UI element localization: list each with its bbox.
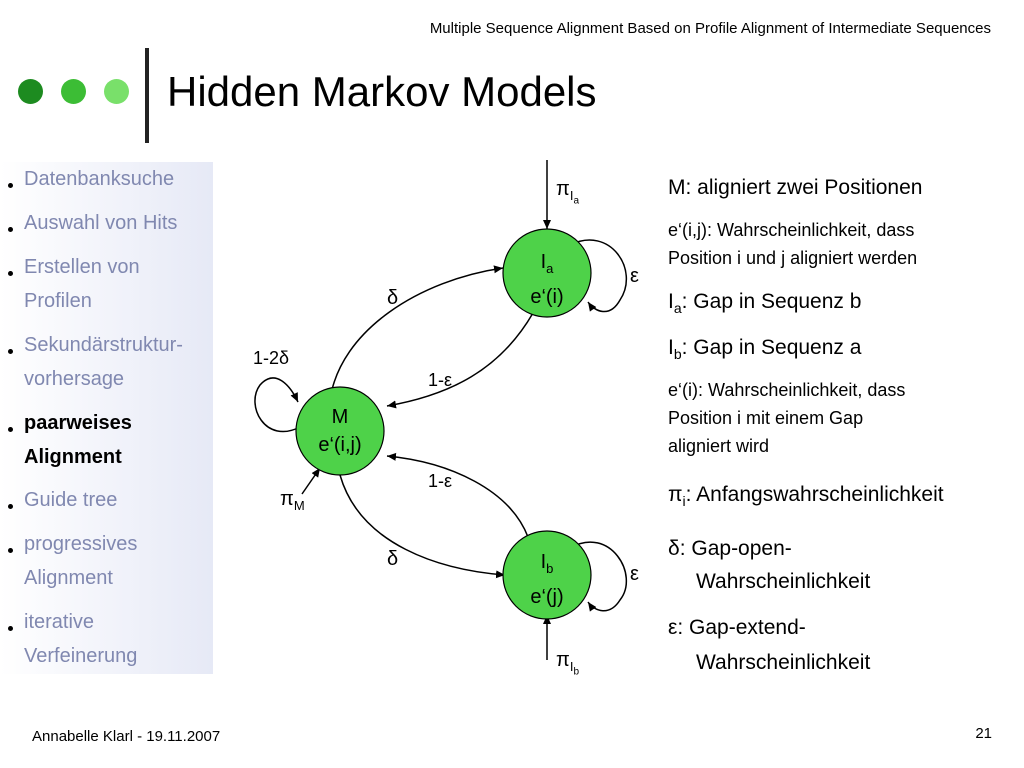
legend-ia: Ia: Gap in Sequenz b (668, 288, 861, 322)
bullet-icon (8, 227, 13, 232)
self-loop-m (254, 377, 301, 433)
self-loop-m-label: 1-2δ (253, 348, 290, 368)
pi-m-label: πM (280, 485, 305, 520)
legend-i-desc-3: aligniert wird (668, 436, 770, 456)
state-ib-label: Ib e‘(j) (503, 548, 591, 611)
pi-ib-label: πIb (556, 646, 579, 687)
state-ib-name: I (540, 551, 547, 573)
eps-bottom-label: ε (630, 563, 639, 585)
legend-ia-sub: a (673, 300, 682, 317)
sidebar-item-label: iterative Verfeinerung (24, 611, 138, 667)
decor-dot-1 (18, 79, 43, 104)
sidebar-item-label: Erstellen von Profilen (24, 256, 140, 312)
slide-title: Hidden Markov Models (167, 68, 597, 115)
decor-dot-2 (61, 79, 86, 104)
state-m-emission: e‘(i,j) (318, 434, 362, 456)
pi-ia-label: πIa (556, 175, 579, 216)
legend-ib-sub: b (673, 346, 682, 363)
legend-pi-symbol: π (668, 483, 683, 506)
state-ib-emission: e‘(j) (530, 586, 564, 608)
sidebar-item-label: Datenbanksuche (24, 168, 175, 190)
legend-delta-text-2: Wahrscheinlichkeit (696, 570, 871, 593)
state-m-label: M e‘(i,j) (296, 403, 384, 459)
delta-top-label: δ (387, 287, 399, 309)
decor-dot-3 (104, 79, 129, 104)
sidebar-item-label: paarweises Alignment (24, 412, 132, 468)
legend-ib-text: : Gap in Sequenz a (681, 336, 862, 359)
one-minus-eps-top-label: 1-ε (428, 370, 453, 390)
legend-m-desc-1: e‘(i,j): Wahrscheinlichkeit, dass (668, 220, 915, 240)
state-ia-name: I (540, 251, 547, 273)
legend-i-desc-1: e‘(i): Wahrscheinlichkeit, dass (668, 380, 906, 400)
arrow-ia-to-m (386, 312, 534, 409)
legend-ib-name: I (668, 336, 674, 359)
legend-delta-symbol: δ (668, 537, 680, 560)
legend-eps: ε: Gap-extend- (668, 614, 806, 642)
one-minus-eps-bottom-label: 1-ε (428, 471, 453, 491)
state-ib-node (502, 530, 592, 620)
arrow-ib-to-m (386, 452, 529, 538)
legend-pi-sub: i (682, 493, 686, 510)
arrow-m-to-ia (329, 265, 504, 401)
page-number: 21 (975, 725, 992, 742)
legend-ia-name: I (668, 290, 674, 313)
eps-top-label: ε (630, 265, 639, 287)
state-ia-emission: e‘(i) (530, 286, 564, 308)
bullet-icon (8, 626, 13, 631)
pi-symbol: π (280, 488, 294, 510)
sidebar-item-label: Sekundärstruktur-vorhersage (24, 334, 183, 390)
bullet-icon (8, 183, 13, 188)
legend-m-desc-2: Position i und j aligniert werden (668, 248, 918, 268)
arrow-pi-m (301, 467, 321, 495)
presentation-title: Multiple Sequence Alignment Based on Pro… (429, 20, 991, 37)
sidebar-outline: Datenbanksuche Auswahl von Hits Erstelle… (0, 162, 213, 674)
bullet-icon (8, 427, 13, 432)
legend-delta: δ: Gap-open- (668, 535, 792, 563)
self-loop-ib (569, 541, 627, 612)
sidebar-item-label: Auswahl von Hits (24, 212, 178, 234)
pi-subsub: a (573, 195, 579, 207)
bullet-icon (8, 349, 13, 354)
pi-symbol: π (556, 178, 570, 200)
bullet-icon (8, 504, 13, 509)
legend-pi-text: : Anfangswahrscheinlichkeit (685, 483, 944, 506)
sidebar-item-label: progressives Alignment (24, 533, 138, 589)
sidebar-item-label: Guide tree (24, 489, 118, 511)
state-ib-sub: b (546, 561, 554, 576)
self-loop-ia (569, 239, 627, 313)
state-ia-node (502, 228, 592, 318)
bullet-icon (8, 548, 13, 553)
pi-subsub: b (573, 666, 579, 678)
pi-sub: M (293, 498, 305, 513)
state-ia-label: Ia e‘(i) (503, 248, 591, 311)
legend-pi: πi: Anfangswahrscheinlichkeit (668, 481, 944, 515)
delta-bottom-label: δ (387, 548, 399, 570)
footer-author-date: Annabelle Klarl - 19.11.2007 (32, 728, 221, 745)
arrow-m-to-ib (339, 474, 506, 579)
pi-symbol: π (556, 649, 570, 671)
bullet-icon (8, 271, 13, 276)
legend-eps-text-2: Wahrscheinlichkeit (696, 651, 871, 674)
title-divider (145, 48, 149, 143)
state-m-name: M (331, 406, 349, 428)
legend-eps-text-1: : Gap-extend- (677, 616, 806, 639)
pi-sub: I (569, 188, 574, 203)
legend-delta-text-1: : Gap-open- (679, 537, 792, 560)
legend-m-title: M: aligniert zwei Positionen (668, 176, 923, 199)
state-m-node (295, 386, 385, 476)
legend-ib: Ib: Gap in Sequenz a (668, 334, 861, 368)
pi-sub: I (569, 659, 574, 674)
state-ia-sub: a (546, 261, 554, 276)
legend-ia-text: : Gap in Sequenz b (681, 290, 862, 313)
legend-i-desc-2: Position i mit einem Gap (668, 408, 864, 428)
legend-eps-symbol: ε (668, 616, 678, 639)
